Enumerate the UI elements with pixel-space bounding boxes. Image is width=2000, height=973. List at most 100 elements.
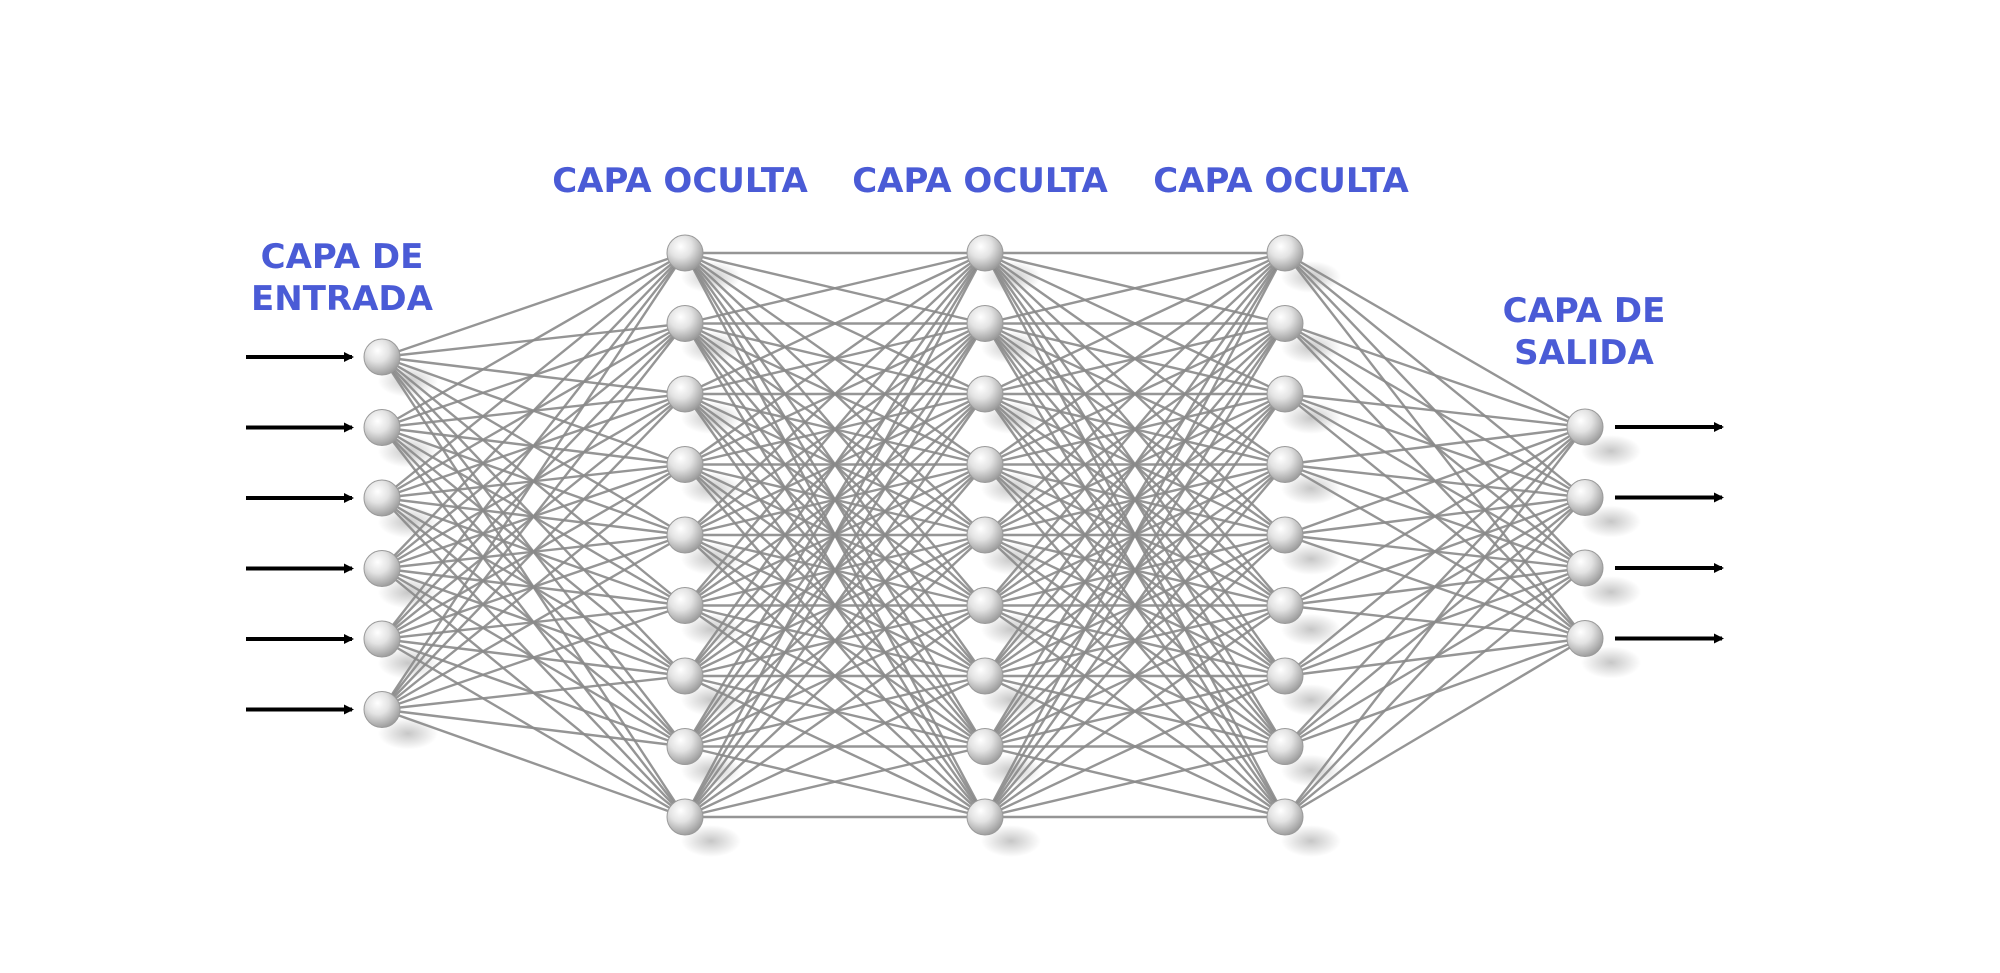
neuron-node-hidden — [666, 305, 704, 342]
node-shadow — [378, 717, 438, 750]
node-shadow — [1281, 825, 1341, 857]
layer-label-hidden-2: CAPA OCULTA — [840, 160, 1120, 202]
connection-line — [984, 252, 1286, 536]
connection-line — [983, 322, 1287, 818]
connection-line — [381, 252, 686, 711]
neuron-node-input — [363, 691, 401, 728]
layer-label-input-line-2: ENTRADA — [251, 279, 433, 319]
connection-line — [684, 252, 986, 607]
neuron-node-hidden — [666, 446, 704, 483]
connection-line — [381, 252, 686, 499]
layer-label-output: CAPA DE SALIDA — [1474, 290, 1694, 374]
node-shadow — [378, 647, 438, 679]
connection-line — [1284, 425, 1586, 607]
connection-line — [684, 252, 986, 677]
connection-line — [381, 393, 686, 711]
node-shadow — [981, 825, 1041, 857]
neuron-node-output — [1566, 549, 1604, 587]
node-shadow — [1581, 576, 1641, 608]
node-shadow — [1581, 505, 1641, 538]
connection-line — [683, 322, 987, 818]
neuron-node-hidden — [666, 728, 704, 765]
neuron-node-input — [363, 550, 401, 587]
node-shadow — [1581, 435, 1641, 467]
connection-line — [1284, 637, 1586, 819]
connection-line — [381, 251, 686, 429]
connection-line — [984, 251, 1286, 396]
connection-line — [984, 604, 1286, 818]
neuron-node-hidden — [1266, 587, 1304, 624]
neuron-node-hidden — [1266, 446, 1304, 483]
layer-label-hidden-1: CAPA OCULTA — [540, 160, 820, 202]
connection-line — [381, 252, 686, 570]
neuron-node-hidden — [1266, 375, 1304, 413]
neuron-node-input — [363, 409, 401, 446]
connection-line — [1284, 426, 1586, 677]
connection-line — [983, 252, 1287, 818]
layer-label-output-line-1: CAPA DE — [1502, 291, 1666, 331]
connection-line — [1284, 426, 1586, 748]
connection-line — [684, 604, 986, 818]
node-shadow — [681, 825, 741, 857]
connection-line — [684, 252, 986, 536]
connection-line — [984, 252, 1286, 677]
connection-line — [381, 252, 686, 640]
neuron-node-hidden — [966, 516, 1004, 554]
connection-line — [984, 251, 1286, 325]
neuron-node-hidden — [966, 798, 1004, 836]
connection-line — [683, 252, 987, 818]
layer-label-input: CAPA DE ENTRADA — [232, 236, 452, 320]
connection-line — [1284, 426, 1586, 818]
neuron-node-hidden — [966, 375, 1004, 413]
connection-line — [381, 604, 686, 711]
node-shadow — [1281, 613, 1341, 646]
connection-line — [683, 252, 987, 748]
connection-line — [984, 463, 1286, 818]
node-shadow — [378, 506, 438, 538]
neuron-node-output — [1566, 408, 1604, 446]
neuron-node-input — [363, 479, 401, 517]
connection-line — [684, 674, 986, 819]
neuron-node-input — [363, 620, 401, 658]
neuron-node-hidden — [666, 234, 704, 272]
neuron-node-hidden — [1266, 516, 1304, 554]
neuron-node-hidden — [666, 798, 704, 836]
connection-line — [1284, 567, 1586, 818]
neuron-node-hidden — [966, 446, 1004, 483]
connection-line — [1284, 251, 1586, 429]
layer-label-hidden-3: CAPA OCULTA — [1141, 160, 1421, 202]
neuron-node-hidden — [1266, 657, 1304, 695]
node-shadow — [1281, 684, 1341, 716]
neuron-node-hidden — [966, 587, 1004, 624]
connection-line — [381, 708, 686, 748]
neuron-node-output — [1566, 479, 1604, 516]
connections — [380, 251, 1586, 819]
neuron-node-hidden — [666, 516, 704, 554]
neuron-node-hidden — [666, 587, 704, 624]
connection-line — [984, 252, 1286, 466]
neuron-node-hidden — [966, 234, 1004, 272]
connection-line — [1284, 392, 1586, 429]
connection-line — [381, 674, 686, 711]
connection-line — [684, 251, 986, 325]
neuron-node-hidden — [966, 728, 1004, 765]
connection-line — [983, 252, 1287, 748]
connection-line — [684, 251, 986, 396]
connection-line — [984, 252, 1286, 607]
connection-line — [1284, 322, 1586, 429]
node-shadow — [378, 576, 438, 609]
neuron-node-hidden — [966, 305, 1004, 342]
nodes — [363, 234, 1604, 836]
connection-line — [381, 322, 686, 711]
connection-line — [1284, 496, 1586, 818]
layer-label-hidden-1-line-1: CAPA OCULTA — [552, 161, 808, 201]
neuron-node-hidden — [1266, 728, 1304, 765]
connection-line — [684, 745, 986, 819]
connection-line — [1284, 425, 1586, 537]
neuron-node-hidden — [666, 375, 704, 413]
neuron-node-hidden — [1266, 305, 1304, 342]
node-shadow — [1281, 543, 1341, 575]
connection-line — [684, 252, 986, 466]
neuron-node-hidden — [966, 657, 1004, 695]
